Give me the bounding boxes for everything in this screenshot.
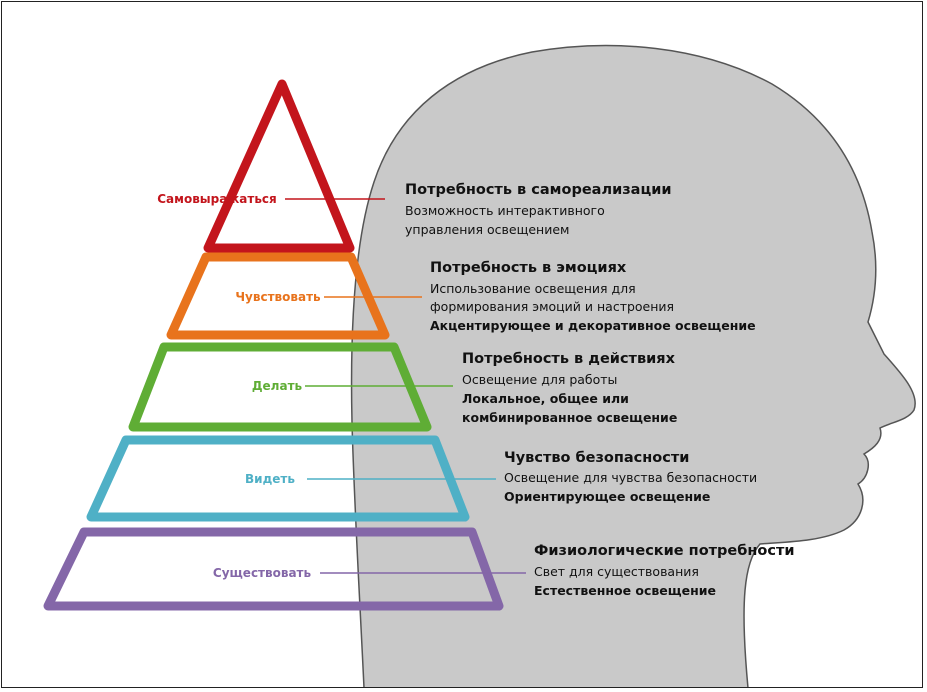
level-title-feel: Потребность в эмоциях <box>430 260 627 276</box>
level-bold-do-2: комбинированное освещение <box>462 410 677 425</box>
level-label-exist: Существовать <box>213 566 312 580</box>
level-line-exist-1: Свет для существования <box>534 564 699 579</box>
level-line-self-2: управления освещением <box>405 222 569 237</box>
pyramid-level-feel <box>166 252 390 340</box>
level-title-exist: Физиологические потребности <box>534 543 795 559</box>
level-label-do: Делать <box>252 379 303 393</box>
level-title-self: Потребность в самореализации <box>405 182 672 198</box>
pyramid-level-see <box>86 435 470 522</box>
level-bold-do-1: Локальное, общее или <box>462 391 629 406</box>
level-line-self-1: Возможность интерактивного <box>405 203 605 218</box>
head-silhouette <box>350 44 916 687</box>
level-line-feel-1: Использование освещения для <box>430 281 636 296</box>
level-line-see-1: Освещение для чувства безопасности <box>504 470 757 485</box>
level-title-see: Чувство безопасности <box>504 450 689 466</box>
level-bold-feel-1: Акцентирующее и декоративное освещение <box>430 318 756 333</box>
level-label-see: Видеть <box>245 472 295 486</box>
level-bold-see-1: Ориентирующее освещение <box>504 489 710 504</box>
pyramid-level-self <box>203 79 355 253</box>
pyramid-level-do <box>128 342 432 432</box>
level-label-self: Самовыражаться <box>157 192 277 206</box>
level-label-feel: Чувствовать <box>235 290 321 304</box>
level-bold-exist-1: Естественное освещение <box>534 583 716 598</box>
level-line-feel-2: формирования эмоций и настроения <box>430 299 674 314</box>
level-title-do: Потребность в действиях <box>462 351 676 367</box>
pyramid-level-exist <box>43 527 504 611</box>
level-line-do-1: Освещение для работы <box>462 372 617 387</box>
